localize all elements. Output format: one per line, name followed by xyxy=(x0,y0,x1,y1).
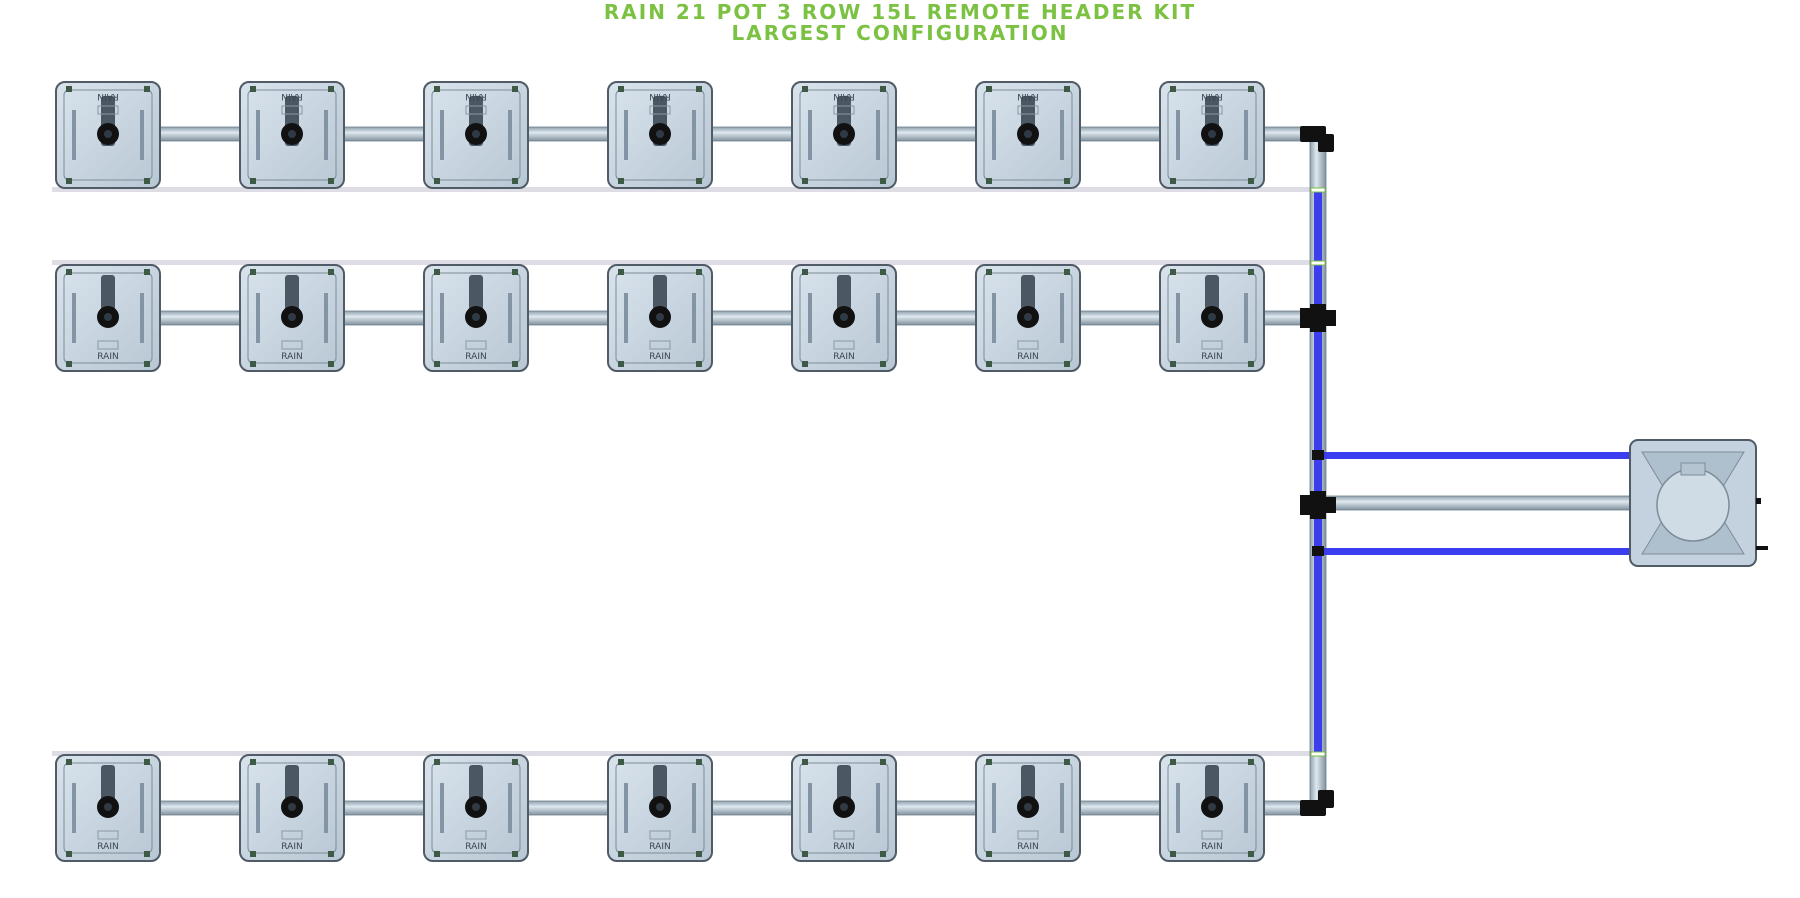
drain-connector xyxy=(1310,260,1326,266)
pot-label: RAIN xyxy=(833,352,854,362)
drain-connector xyxy=(1310,187,1326,193)
pot-label: RAIN xyxy=(281,91,302,101)
pot-icon: RAIN xyxy=(791,754,897,862)
pipes-layer xyxy=(52,126,1631,816)
pots-layer: RAIN RAIN RAIN RAIN RAIN RAIN RAIN RAIN RAIN RAIN… xyxy=(55,81,1265,862)
feed-line-bottom xyxy=(1318,548,1630,555)
pot-icon: RAIN xyxy=(607,264,713,372)
pot-icon: RAIN xyxy=(239,81,345,189)
pot-icon: RAIN xyxy=(423,754,529,862)
supply-pipe xyxy=(1317,495,1631,511)
pot-icon: RAIN xyxy=(1159,81,1265,189)
drain-line xyxy=(52,260,1318,265)
diagram-title: RAIN 21 POT 3 ROW 15L REMOTE HEADER KIT xyxy=(603,0,1197,24)
pot-icon: RAIN xyxy=(239,754,345,862)
pot-label: RAIN xyxy=(1017,842,1038,852)
pot-label: RAIN xyxy=(281,352,302,362)
pot-label: RAIN xyxy=(833,91,854,101)
connector-fitting xyxy=(1312,546,1324,556)
pot-icon: RAIN xyxy=(423,264,529,372)
elbow-fitting-icon xyxy=(1300,790,1334,816)
tee-fitting-icon xyxy=(1300,304,1336,332)
pot-label: RAIN xyxy=(1201,352,1222,362)
pot-label: RAIN xyxy=(97,352,118,362)
reservoir-layer xyxy=(1629,439,1768,567)
drain-line xyxy=(52,751,1318,756)
drain-connector xyxy=(1310,751,1326,757)
pot-icon: RAIN xyxy=(1159,754,1265,862)
pot-label: RAIN xyxy=(465,842,486,852)
pot-label: RAIN xyxy=(97,91,118,101)
connector-fitting xyxy=(1312,450,1324,460)
pot-label: RAIN xyxy=(465,352,486,362)
pot-label: RAIN xyxy=(1017,352,1038,362)
pot-icon: RAIN xyxy=(55,81,161,189)
pot-icon: RAIN xyxy=(791,81,897,189)
pot-icon: RAIN xyxy=(423,81,529,189)
pot-icon: RAIN xyxy=(607,754,713,862)
pot-icon: RAIN xyxy=(55,754,161,862)
pot-label: RAIN xyxy=(465,91,486,101)
pot-label: RAIN xyxy=(649,91,670,101)
pot-label: RAIN xyxy=(1201,842,1222,852)
pot-label: RAIN xyxy=(1201,91,1222,101)
manifold-blue-line xyxy=(1314,190,1322,755)
feed-line-top xyxy=(1318,452,1630,459)
fittings-layer xyxy=(1300,126,1336,816)
reservoir-icon xyxy=(1629,439,1768,567)
pot-icon: RAIN xyxy=(975,754,1081,862)
pot-icon: RAIN xyxy=(975,264,1081,372)
elbow-fitting-icon xyxy=(1300,126,1334,152)
pot-icon: RAIN xyxy=(239,264,345,372)
pot-label: RAIN xyxy=(649,842,670,852)
pot-label: RAIN xyxy=(833,842,854,852)
pot-label: RAIN xyxy=(1017,91,1038,101)
diagram-subtitle: LARGEST CONFIGURATION xyxy=(731,21,1069,45)
pot-icon: RAIN xyxy=(607,81,713,189)
tee-fitting-icon xyxy=(1300,491,1336,519)
drain-line xyxy=(52,187,1318,192)
pot-label: RAIN xyxy=(281,842,302,852)
pot-label: RAIN xyxy=(97,842,118,852)
pot-label: RAIN xyxy=(649,352,670,362)
pot-icon: RAIN xyxy=(1159,264,1265,372)
pot-icon: RAIN xyxy=(975,81,1081,189)
pot-icon: RAIN xyxy=(791,264,897,372)
pot-icon: RAIN xyxy=(55,264,161,372)
